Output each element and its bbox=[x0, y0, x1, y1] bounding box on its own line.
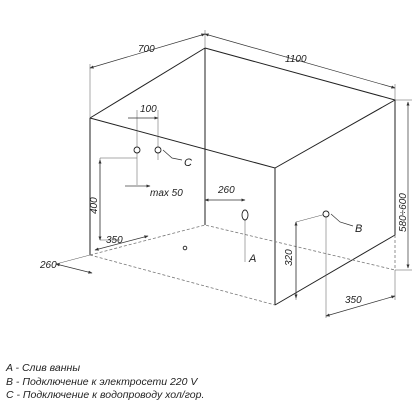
dim-260-left: 260 bbox=[39, 254, 93, 274]
dim-400-label: 400 bbox=[89, 197, 100, 214]
point-c-label: C bbox=[184, 157, 192, 169]
dim-260-left-label: 260 bbox=[39, 260, 57, 271]
legend-item-c: C - Подключение к водопроводу хол/гор. bbox=[6, 389, 205, 401]
drain-floor-mark bbox=[182, 245, 188, 251]
bathtub-outline bbox=[89, 47, 396, 306]
legend: A - Слив ванны B - Подключение к электро… bbox=[6, 362, 204, 403]
point-b-label: B bbox=[355, 223, 362, 235]
dim-100: 100 bbox=[128, 104, 159, 150]
point-a-label: A bbox=[248, 253, 256, 265]
dim-1100: 1100 bbox=[204, 33, 396, 100]
legend-item-a: A - Слив ванны bbox=[6, 362, 81, 374]
dim-350-right: 350 bbox=[325, 270, 396, 318]
dim-max50: max 50 bbox=[125, 184, 183, 199]
dim-260-back: 260 bbox=[204, 185, 246, 202]
dim-1100-label: 1100 bbox=[285, 54, 307, 65]
floor-outline bbox=[89, 224, 396, 306]
dim-350-left-label: 350 bbox=[106, 235, 123, 246]
dim-350-right-label: 350 bbox=[345, 295, 362, 306]
dim-400: 400 bbox=[89, 159, 120, 241]
dim-260-back-label: 260 bbox=[217, 185, 235, 196]
dim-320-label: 320 bbox=[284, 249, 295, 266]
point-b-power bbox=[322, 210, 330, 218]
dim-700-label: 700 bbox=[138, 44, 155, 55]
point-a-drain bbox=[241, 209, 249, 221]
dim-350-left: 350 bbox=[94, 235, 149, 251]
point-a-group: A bbox=[182, 209, 256, 265]
point-c-cold bbox=[133, 146, 141, 154]
point-c-hot bbox=[154, 146, 162, 154]
dim-580-600: 580÷600 bbox=[395, 99, 412, 271]
dim-100-label: 100 bbox=[140, 104, 157, 115]
dim-max50-label: max 50 bbox=[150, 188, 183, 199]
dim-320: 320 bbox=[284, 221, 298, 299]
legend-item-b: B - Подключение к электросети 220 V bbox=[6, 375, 198, 388]
dim-580-600-label: 580÷600 bbox=[398, 193, 409, 232]
